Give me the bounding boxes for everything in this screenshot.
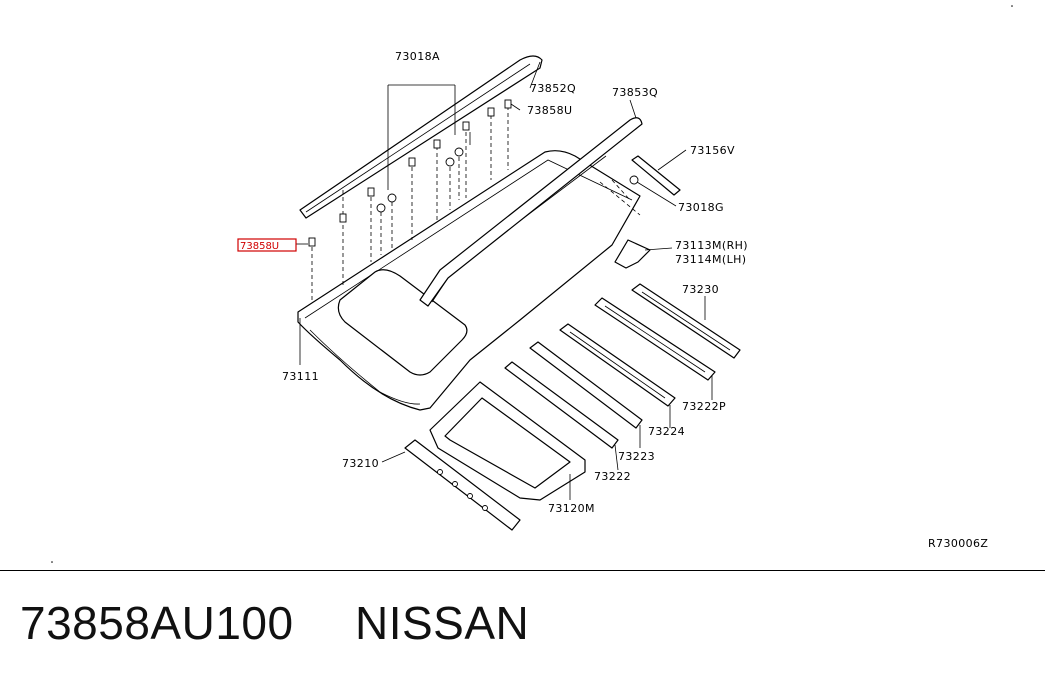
part-number: 73858AU100 xyxy=(20,597,294,649)
label-73230: 73230 xyxy=(682,283,719,296)
label-73114m: 73114M(LH) xyxy=(675,253,746,266)
label-73852q: 73852Q xyxy=(530,82,576,95)
label-73853q: 73853Q xyxy=(612,86,658,99)
roof-molding-73852q xyxy=(299,55,543,219)
bow-73224 xyxy=(559,323,676,407)
bow-73223 xyxy=(529,341,643,429)
label-73156v: 73156V xyxy=(690,144,735,157)
leader-lines xyxy=(296,61,713,500)
label-73858u: 73858U xyxy=(527,104,572,117)
label-73018a: 73018A xyxy=(395,50,440,63)
label-73018g: 73018G xyxy=(678,201,724,214)
roof-parts-diagram: 73858U 73018A 73852Q 73858U 73853Q 73156… xyxy=(51,5,1013,563)
molding-clips xyxy=(308,99,512,300)
label-73210: 73210 xyxy=(342,457,379,470)
diagram-reference-code: R730006Z xyxy=(928,537,988,550)
highlighted-part-label: 73858U xyxy=(240,241,279,252)
bracket-73113m xyxy=(614,239,651,269)
label-73111: 73111 xyxy=(282,370,319,383)
sunroof-frame-73120m xyxy=(429,381,586,501)
rear-rail-73230 xyxy=(631,283,741,359)
brand-name: NISSAN xyxy=(355,597,530,649)
strip-73156v xyxy=(599,155,681,216)
label-73222: 73222 xyxy=(594,470,631,483)
label-73120m: 73120M xyxy=(548,502,595,515)
highlight-box xyxy=(237,238,297,252)
front-rail-73210 xyxy=(404,439,521,531)
label-73224: 73224 xyxy=(648,425,685,438)
bow-73222p xyxy=(594,297,716,381)
label-73222p: 73222P xyxy=(682,400,726,413)
roof-rail-73853q xyxy=(419,117,643,307)
label-73113m: 73113M(RH) xyxy=(675,239,748,252)
bow-73222 xyxy=(504,361,619,449)
footer-divider xyxy=(0,570,1045,571)
label-73223: 73223 xyxy=(618,450,655,463)
